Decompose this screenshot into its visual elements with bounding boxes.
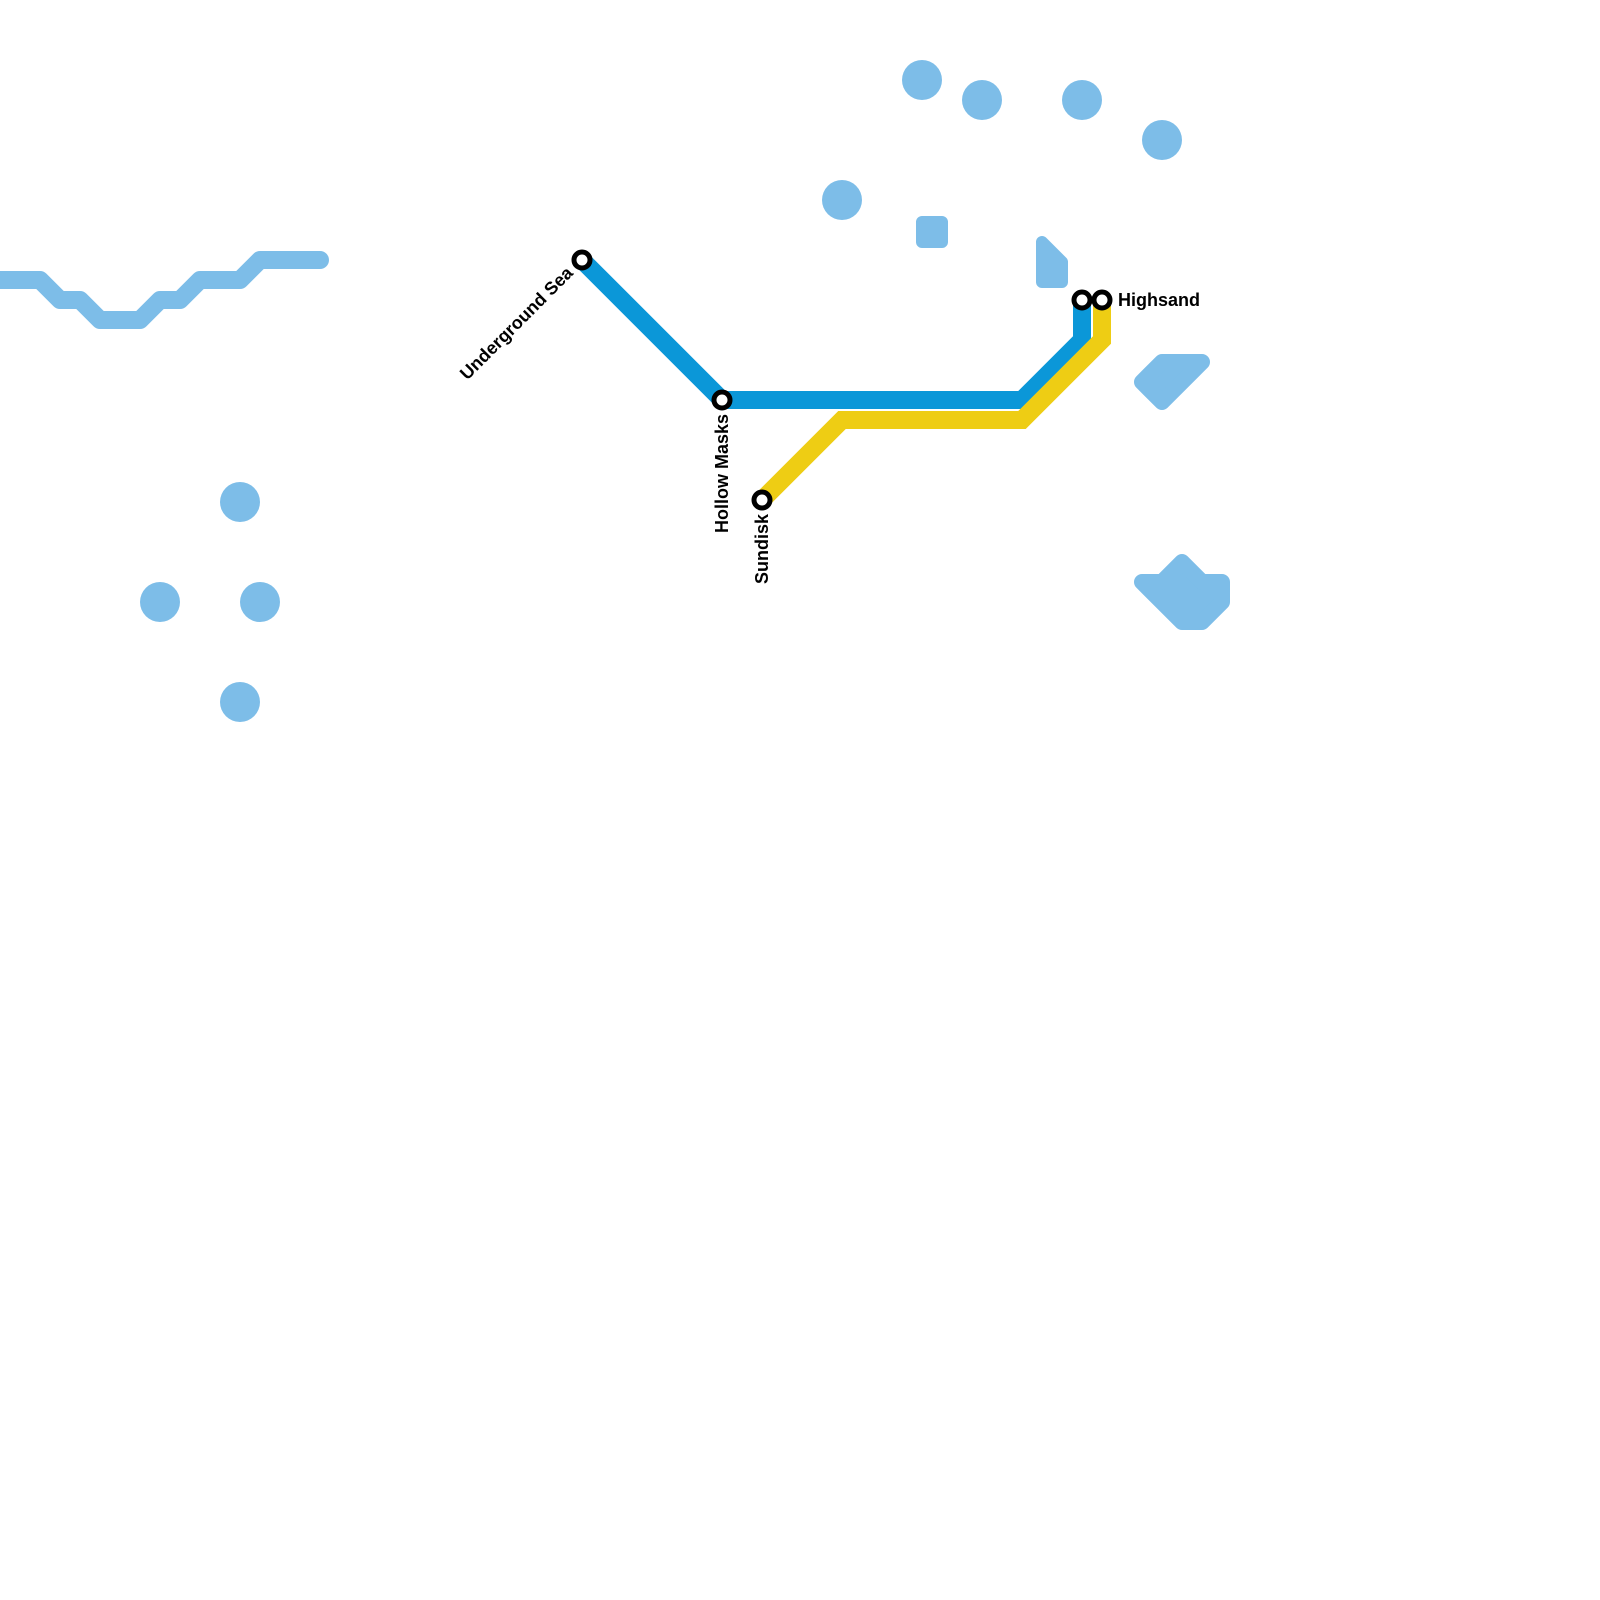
station-label-highsand: Highsand (1118, 290, 1200, 310)
lake (1134, 554, 1230, 630)
pond (822, 180, 862, 220)
pond (962, 80, 1002, 120)
yellow-line[interactable] (755, 300, 1111, 507)
pond (220, 482, 260, 522)
station-sundisk[interactable] (751, 489, 773, 511)
lake (916, 216, 948, 248)
station-label-sundisk: Sundisk (752, 513, 772, 584)
station-underground-sea[interactable] (571, 249, 593, 271)
pond (140, 582, 180, 622)
transit-lines (575, 253, 1111, 507)
station-highsand-yellow[interactable] (1091, 289, 1113, 311)
station-label-underground-sea: Underground Sea (456, 262, 578, 384)
stations (571, 249, 1113, 511)
river (0, 251, 329, 329)
station-highsand-blue[interactable] (1071, 289, 1093, 311)
pond (220, 682, 260, 722)
pond (1062, 80, 1102, 120)
blue-line[interactable] (575, 253, 1091, 409)
station-hollow-masks[interactable] (711, 389, 733, 411)
pond (1142, 120, 1182, 160)
lake (1036, 236, 1068, 288)
water-features (0, 60, 1230, 722)
pond (240, 582, 280, 622)
lake (1134, 354, 1210, 410)
pond (902, 60, 942, 100)
station-label-hollow-masks: Hollow Masks (712, 414, 732, 533)
